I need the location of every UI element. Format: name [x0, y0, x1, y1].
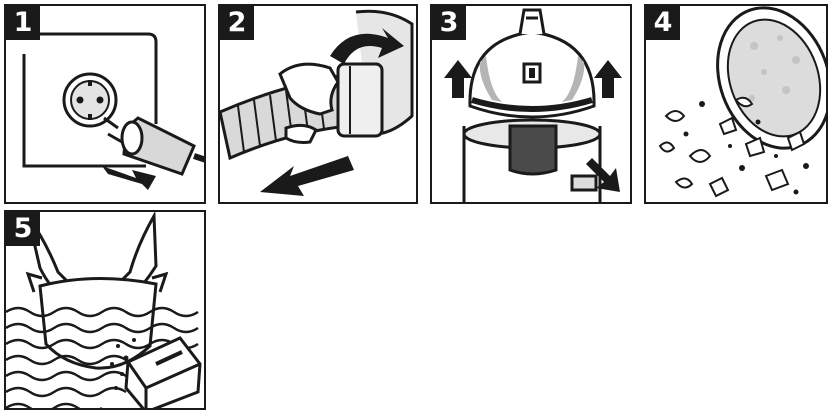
step-number: 2 [220, 6, 254, 40]
step-1-panel: 1 [4, 4, 206, 204]
step-5-panel: 5 [4, 210, 206, 410]
step-3-panel: 3 [430, 4, 632, 204]
step-number: 3 [432, 6, 466, 40]
step-number: 1 [6, 6, 40, 40]
step-2-panel: 2 [218, 4, 418, 204]
step-number: 5 [6, 212, 40, 246]
step-4-panel: 4 [644, 4, 828, 204]
step-number: 4 [646, 6, 680, 40]
